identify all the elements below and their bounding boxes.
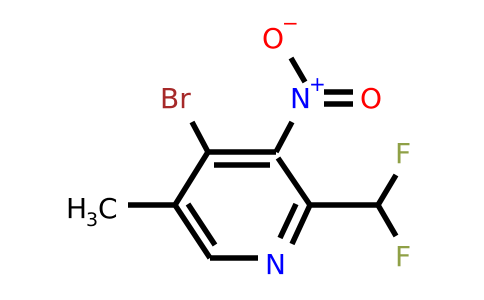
ring-outline bbox=[208, 149, 276, 168]
atom-methyl-c: C bbox=[98, 192, 118, 225]
atom-nitro-n: N bbox=[290, 82, 311, 115]
atom-nitro-o-top: O bbox=[262, 22, 284, 55]
bond-c5-c4 bbox=[172, 150, 211, 207]
bond-c6-c5-double bbox=[185, 202, 218, 247]
bond-c4-br bbox=[189, 120, 211, 154]
atom-nitro-n-charge: + bbox=[309, 72, 326, 96]
bond-c3-c2 bbox=[275, 156, 313, 207]
atom-methyl-h: H bbox=[66, 192, 87, 225]
atom-methyl-sub: 3 bbox=[86, 209, 98, 231]
substituent-bonds bbox=[128, 56, 399, 238]
atom-nitro-o-top-charge: − bbox=[282, 11, 299, 35]
atom-ring-n: N bbox=[265, 248, 286, 281]
bond-c2-n1-double bbox=[277, 202, 299, 240]
bond-c3-nitro bbox=[273, 120, 295, 154]
bond-c-f-bottom bbox=[375, 203, 399, 238]
pyridine-ring-bonds bbox=[172, 150, 313, 261]
bond-c-f-top bbox=[375, 173, 399, 207]
atom-f-bottom: F bbox=[395, 240, 411, 273]
atom-labels: Br N + O − O N F F H 3 C bbox=[66, 11, 411, 281]
atom-nitro-o-top-group: O − bbox=[262, 11, 299, 55]
atom-methyl-group: H 3 C bbox=[66, 192, 118, 231]
bond-c6-c5 bbox=[172, 203, 213, 260]
atom-f-top: F bbox=[395, 137, 411, 170]
bond-c2-n1 bbox=[289, 203, 313, 246]
atom-br: Br bbox=[160, 82, 191, 115]
atom-nitro-o-right: O bbox=[360, 82, 382, 115]
bond-nitro-o-top bbox=[288, 56, 308, 84]
atom-nitro-n-group: N + bbox=[290, 72, 326, 115]
